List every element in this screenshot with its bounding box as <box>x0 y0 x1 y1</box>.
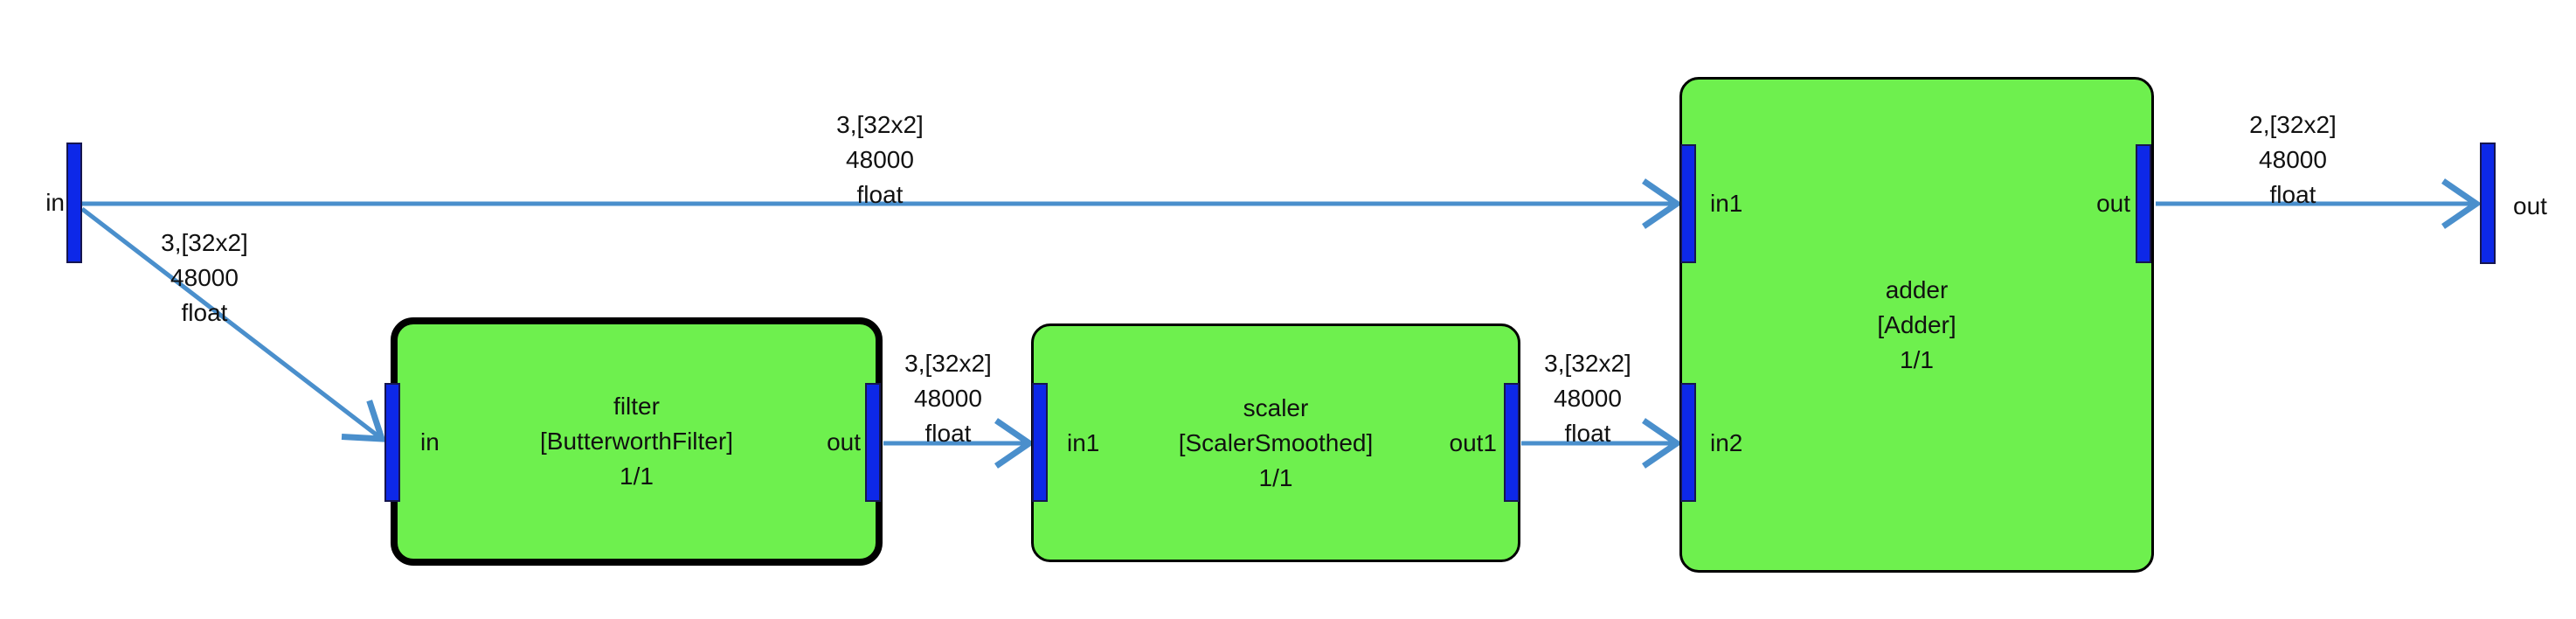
edge-label-line: 3,[32x2] <box>1544 350 1631 377</box>
edge-label-line: 48000 <box>1554 385 1622 412</box>
node-filter-rate: 1/1 <box>620 463 654 490</box>
edge-label-line: float <box>181 299 228 326</box>
edge-in-to-filter-in[interactable] <box>80 207 386 442</box>
edge-label-line: 3,[32x2] <box>904 350 992 377</box>
node-scaler[interactable]: scaler [ScalerSmoothed] 1/1 <box>1031 323 1520 562</box>
scaler-out1-port[interactable] <box>1504 383 1520 502</box>
node-filter[interactable]: filter [ButterworthFilter] 1/1 <box>391 317 883 566</box>
edge-label-line: 48000 <box>2259 146 2327 173</box>
edge-label-line: 2,[32x2] <box>2249 111 2337 138</box>
filter-out-port-label: out <box>827 428 861 456</box>
edge-label-in-to-adder: 3,[32x2] 48000 float <box>836 108 924 212</box>
node-filter-class: [ButterworthFilter] <box>540 428 733 455</box>
scaler-in1-port[interactable] <box>1032 383 1048 502</box>
node-adder-name: adder <box>1885 275 1949 303</box>
graph-output-label: out <box>2513 192 2547 219</box>
filter-in-port[interactable] <box>384 383 400 502</box>
graph-input-label: in <box>45 189 65 216</box>
adder-in2-port[interactable] <box>1680 383 1696 502</box>
adder-in2-port-label: in2 <box>1710 429 1743 456</box>
edge-label-line: 48000 <box>170 264 239 291</box>
edge-label-line: 3,[32x2] <box>161 229 248 256</box>
edge-label-line: 48000 <box>914 385 982 412</box>
edge-label-line: 48000 <box>846 146 914 173</box>
edge-label-line: float <box>856 181 904 208</box>
node-scaler-name: scaler <box>1243 393 1309 421</box>
node-scaler-rate: 1/1 <box>1258 463 1293 491</box>
node-adder[interactable]: adder [Adder] 1/1 <box>1679 77 2154 573</box>
edge-label-line: 3,[32x2] <box>836 111 924 138</box>
node-filter-name: filter <box>613 393 660 420</box>
edge-label-in-to-filter: 3,[32x2] 48000 float <box>161 226 248 330</box>
adder-out-port[interactable] <box>2136 144 2151 263</box>
edge-label-scaler-to-adder: 3,[32x2] 48000 float <box>1544 346 1631 451</box>
graph-input-port[interactable] <box>66 143 82 263</box>
filter-in-port-label: in <box>420 428 440 456</box>
edge-label-line: float <box>924 420 972 447</box>
filter-out-port[interactable] <box>865 383 881 502</box>
node-adder-rate: 1/1 <box>1900 345 1934 373</box>
edge-label-line: float <box>1564 420 1611 447</box>
adder-in1-port-label: in1 <box>1710 190 1743 217</box>
edge-label-adder-to-out: 2,[32x2] 48000 float <box>2249 108 2337 212</box>
edge-label-filter-to-scaler: 3,[32x2] 48000 float <box>904 346 992 451</box>
scaler-out1-port-label: out1 <box>1449 429 1498 456</box>
adder-out-port-label: out <box>2096 190 2130 217</box>
scaler-in1-port-label: in1 <box>1067 429 1100 456</box>
edge-label-line: float <box>2269 181 2316 208</box>
node-adder-class: [Adder] <box>1877 310 1956 338</box>
adder-in1-port[interactable] <box>1680 144 1696 263</box>
graph-output-port[interactable] <box>2480 143 2496 264</box>
node-scaler-class: [ScalerSmoothed] <box>1178 428 1374 456</box>
